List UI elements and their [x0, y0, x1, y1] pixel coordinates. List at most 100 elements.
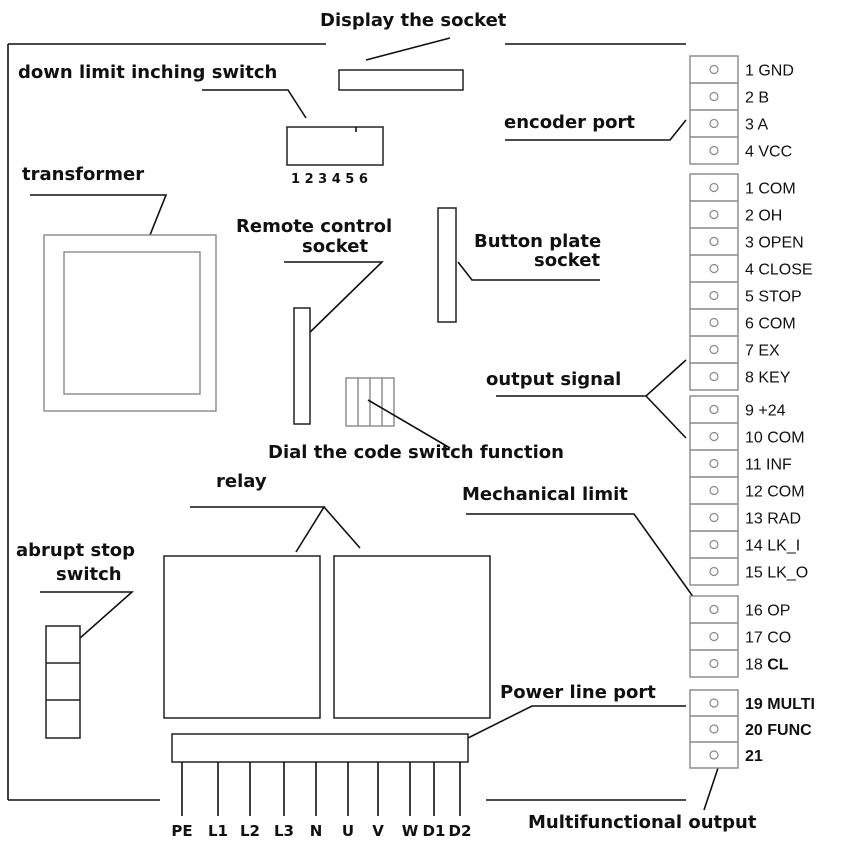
- power-pin-l2: L2: [240, 822, 260, 840]
- power-line-port-leader: [451, 705, 686, 747]
- terminal-label: 20 FUNC: [745, 722, 812, 739]
- remote-socket-leader: [284, 261, 384, 341]
- terminal-screw-icon: [709, 263, 719, 274]
- terminal-label: 11 INF: [745, 457, 792, 474]
- terminal-label: 10 COM: [745, 430, 805, 447]
- down-limit-dip-switch: [286, 126, 384, 166]
- terminal-label: 15 LK_O: [745, 565, 808, 582]
- terminal-screw-icon: [709, 317, 719, 328]
- signal-terminals-b-frame: [689, 395, 739, 586]
- power-pin-v: V: [372, 822, 384, 840]
- encoder-port-label: encoder port: [504, 112, 635, 133]
- output-signal-leader-b: [645, 395, 687, 439]
- terminal-label: 1 COM: [745, 181, 796, 198]
- encoder-port-leader: [505, 119, 687, 141]
- terminal-label: 4 CLOSE: [745, 262, 813, 279]
- terminal-label: 5 STOP: [745, 289, 802, 306]
- terminal-screw-icon: [709, 658, 719, 669]
- power-pin-w: W: [402, 822, 419, 840]
- terminal-screw-icon: [709, 698, 719, 708]
- terminal-label: 13 RAD: [745, 511, 801, 528]
- limit-terminals: 16 OP 17 CO 18 CL: [689, 595, 791, 678]
- power-pin-d1: D1: [423, 822, 446, 840]
- terminal-screw-icon: [709, 604, 719, 615]
- abrupt-stop-leader: [40, 591, 135, 655]
- power-pin-pe: PE: [171, 822, 192, 840]
- power-pin-l1: L1: [208, 822, 228, 840]
- terminal-screw-icon: [709, 236, 719, 247]
- terminal-screw-icon: [709, 431, 719, 442]
- terminal-screw-icon: [709, 209, 719, 220]
- terminal-label: 3 OPEN: [745, 235, 804, 252]
- dial-code-leader: [367, 399, 451, 449]
- terminal-label: 17 CO: [745, 630, 791, 647]
- display-socket-leader: [365, 37, 451, 61]
- relay-label: relay: [216, 471, 267, 492]
- terminal-screw-icon: [709, 512, 719, 523]
- terminal-label: 14 LK_I: [745, 538, 800, 555]
- terminal-screw-icon: [709, 64, 719, 75]
- terminal-screw-icon: [709, 631, 719, 642]
- terminal-label: 2 B: [745, 90, 769, 107]
- down-limit-leader: [202, 89, 307, 119]
- terminal-label: 12 COM: [745, 484, 805, 501]
- dial-code-label: Dial the code switch function: [268, 442, 564, 463]
- down-limit-label: down limit inching switch: [18, 62, 277, 83]
- abrupt-stop-label-1: abrupt stop: [16, 540, 135, 561]
- mechanical-limit-leader: [466, 513, 705, 613]
- abrupt-stop-label-2: switch: [56, 564, 122, 585]
- terminal-label: 1 GND: [745, 63, 794, 80]
- power-leads: [181, 762, 461, 816]
- encoder-terminals: 1 GND 2 B 3 A 4 VCC: [689, 55, 794, 165]
- power-pin-u: U: [342, 822, 354, 840]
- remote-control-socket: [293, 307, 311, 425]
- display-socket: [338, 69, 464, 91]
- button-plate-label-1: Button plate: [474, 231, 601, 252]
- transformer-inner: [63, 251, 201, 395]
- terminal-screw-icon: [709, 750, 719, 760]
- dip-numbers: 1 2 3 4 5 6: [291, 172, 368, 187]
- multifunctional-output-label: Multifunctional output: [528, 812, 757, 833]
- terminal-label: 16 OP: [745, 603, 790, 620]
- remote-socket-label-1: Remote control: [236, 216, 392, 237]
- terminal-screw-icon: [709, 344, 719, 355]
- terminal-label: 21: [745, 748, 763, 765]
- terminal-label: 7 EX: [745, 343, 780, 360]
- relay-right: [333, 555, 491, 719]
- terminal-screw-icon: [709, 724, 719, 734]
- transformer-label: transformer: [22, 164, 144, 185]
- power-pin-d2: D2: [449, 822, 472, 840]
- power-terminal-block: [171, 733, 469, 763]
- terminal-screw-icon: [709, 404, 719, 415]
- multifunctional-leader: [703, 761, 721, 811]
- signal-terminals-b: 9 +24 10 COM 11 INF 12 COM 13 RAD 14 LK_I 15 L…: [689, 395, 808, 586]
- power-pin-n: N: [310, 822, 323, 840]
- terminal-screw-icon: [709, 566, 719, 577]
- display-socket-label: Display the socket: [320, 10, 507, 31]
- button-plate-label-2: socket: [534, 250, 600, 271]
- relay-leader-b: [323, 506, 361, 549]
- terminal-screw-icon: [709, 458, 719, 469]
- button-plate-leader: [457, 261, 600, 281]
- terminal-screw-icon: [709, 539, 719, 550]
- terminal-screw-icon: [709, 118, 719, 129]
- terminal-screw-icon: [709, 182, 719, 193]
- terminal-screw-icon: [709, 371, 719, 382]
- terminal-screw-icon: [709, 290, 719, 301]
- terminal-label: 9 +24: [745, 403, 786, 420]
- mechanical-limit-label: Mechanical limit: [462, 484, 628, 505]
- power-line-port-label: Power line port: [500, 682, 656, 703]
- terminal-label: 4 VCC: [745, 144, 792, 161]
- board-outline: [7, 43, 686, 801]
- power-pin-l3: L3: [274, 822, 294, 840]
- terminal-screw-icon: [709, 145, 719, 156]
- terminal-label: 18 CL: [745, 657, 789, 674]
- relay-leader-a: [190, 506, 326, 553]
- terminal-label: 3 A: [745, 117, 768, 134]
- button-plate-socket: [437, 207, 457, 323]
- abrupt-stop-switch: [45, 625, 81, 739]
